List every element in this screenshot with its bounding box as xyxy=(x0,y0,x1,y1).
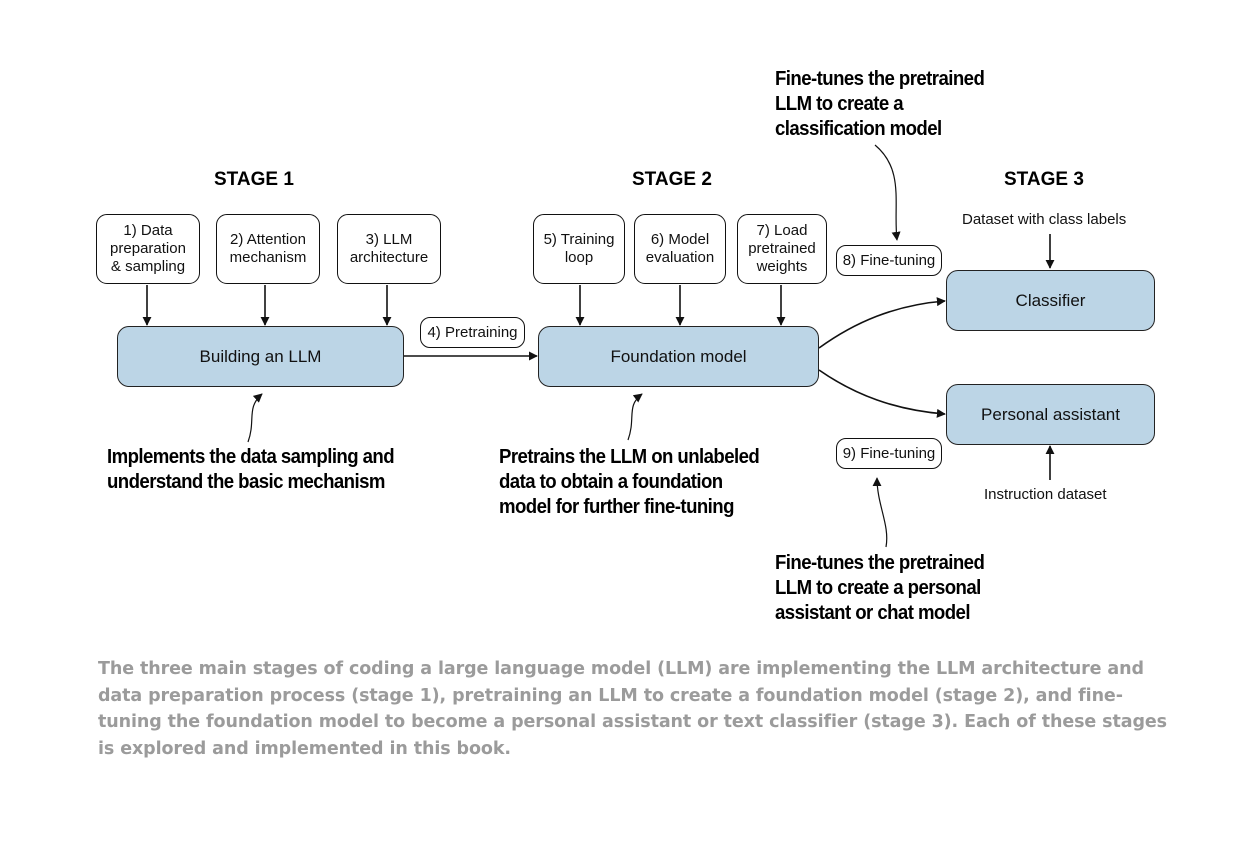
arrow-foundation-to-assistant xyxy=(818,369,946,418)
step-training-loop: 5) Training loop xyxy=(533,214,625,284)
arrow-foundation-to-classifier xyxy=(818,297,946,349)
step-load-pretrained-weights: 7) Load pretrained weights xyxy=(737,214,827,284)
stage2-note: Pretrains the LLM on unlabeled data to o… xyxy=(499,446,760,518)
figure-caption: The three main stages of coding a large … xyxy=(98,659,1167,759)
step-attention-mechanism: 2) Attention mechanism xyxy=(216,214,320,284)
step-fine-tuning-assistant-label: 9) Fine-tuning xyxy=(836,438,942,469)
pointer-stage1-note xyxy=(247,393,263,443)
dataset-with-class-labels-label: Dataset with class labels xyxy=(962,211,1127,228)
stage-2-heading: STAGE 2 xyxy=(632,169,712,190)
step-pretraining-label: 4) Pretraining xyxy=(420,317,525,348)
stage-1-heading: STAGE 1 xyxy=(214,169,294,190)
assistant-note: Fine-tunes the pretrained LLM to create … xyxy=(775,552,985,624)
building-an-llm-box: Building an LLM xyxy=(117,326,404,387)
step-llm-architecture: 3) LLM architecture xyxy=(337,214,441,284)
stage1-note: Implements the data sampling and underst… xyxy=(107,446,395,493)
step-data-preparation: 1) Data preparation & sampling xyxy=(96,214,200,284)
step-fine-tuning-classifier-label: 8) Fine-tuning xyxy=(836,245,942,276)
classification-note: Fine-tunes the pretrained LLM to create … xyxy=(775,68,985,140)
stage-3-heading: STAGE 3 xyxy=(1004,169,1084,190)
instruction-dataset-label: Instruction dataset xyxy=(984,486,1107,503)
personal-assistant-box: Personal assistant xyxy=(946,384,1155,445)
step-model-evaluation: 6) Model evaluation xyxy=(634,214,726,284)
pointer-assistant-note xyxy=(872,477,888,548)
classifier-box: Classifier xyxy=(946,270,1155,331)
pointer-classification-note xyxy=(874,144,901,241)
pointer-stage2-note xyxy=(627,393,643,441)
foundation-model-box: Foundation model xyxy=(538,326,819,387)
